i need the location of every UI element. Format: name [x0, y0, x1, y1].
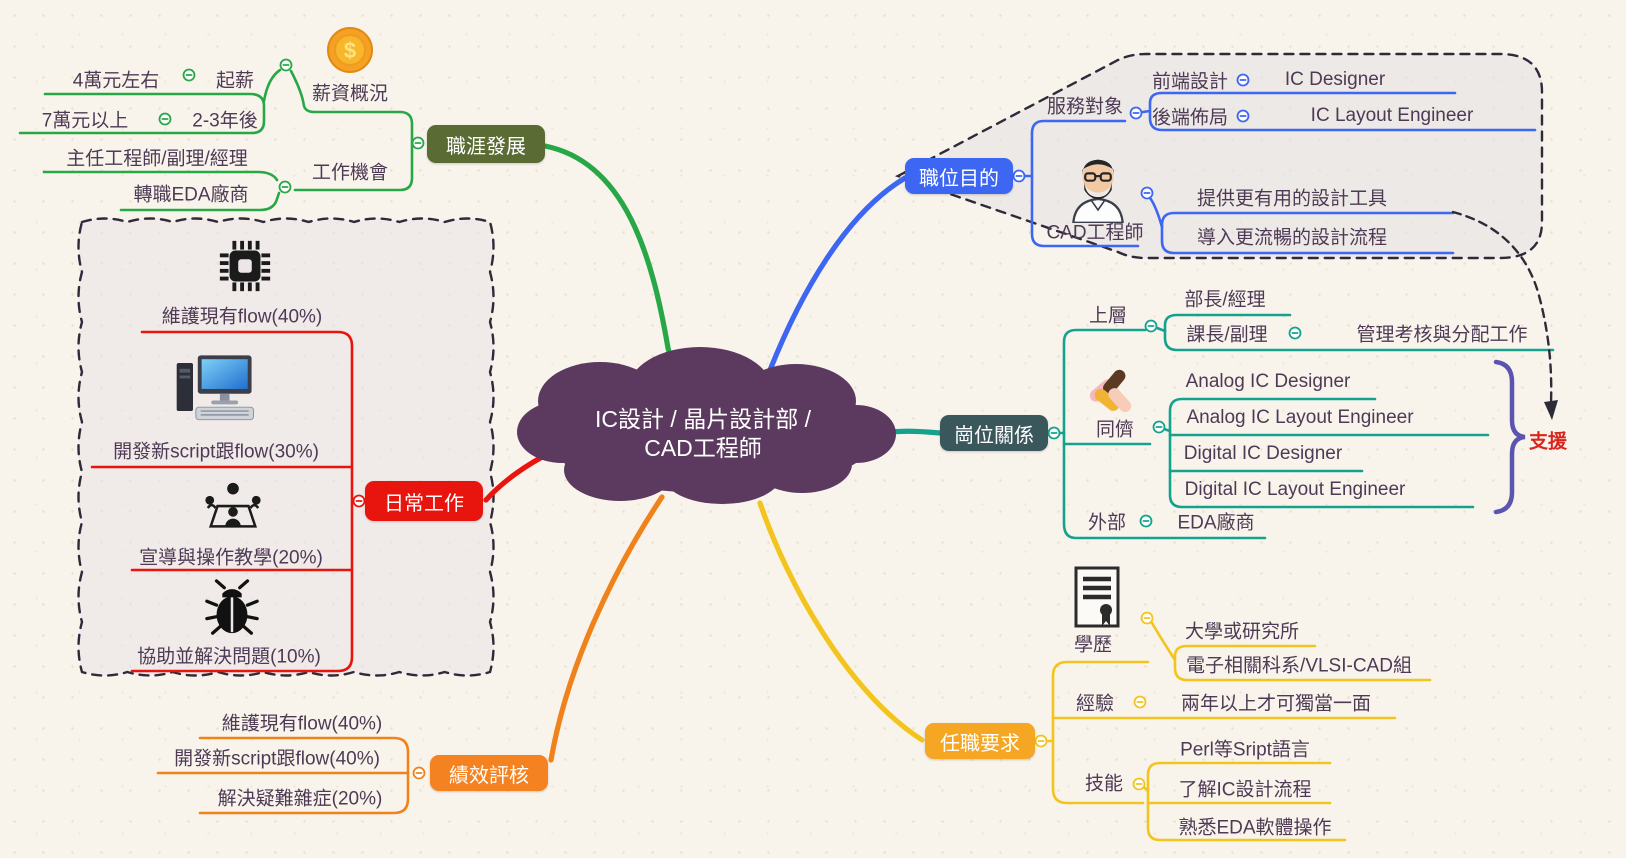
collapse-button[interactable]	[411, 136, 425, 150]
node-start-salary[interactable]: 起薪	[215, 70, 255, 92]
topic-daily-work[interactable]: 日常工作	[365, 481, 483, 521]
certificate-icon	[1074, 566, 1120, 628]
node-smoother-flow[interactable]: 導入更流暢的設計流程	[1196, 227, 1388, 249]
chip-icon	[219, 240, 271, 292]
node-perf-develop-script[interactable]: 開發新script跟flow(40%)	[174, 748, 380, 770]
svg-text:$: $	[344, 38, 356, 63]
collapse-button[interactable]	[1152, 420, 1166, 434]
topic-career[interactable]: 職涯發展	[427, 125, 545, 163]
node-director-manager[interactable]: 部長/經理	[1184, 289, 1266, 311]
node-ee-major[interactable]: 電子相關科系/VLSI-CAD組	[1186, 655, 1412, 677]
node-develop-script[interactable]: 開發新script跟flow(30%)	[113, 441, 319, 463]
coin-icon: $	[327, 27, 373, 73]
node-switch-eda-vendor[interactable]: 轉職EDA廠商	[133, 184, 249, 206]
central-topic-cloud[interactable]	[517, 347, 896, 504]
node-frontend-design[interactable]: 前端設計	[1151, 71, 1229, 93]
collapse-button[interactable]	[1012, 169, 1026, 183]
node-external[interactable]: 外部	[1087, 512, 1127, 534]
node-ic-layout-engineer[interactable]: IC Layout Engineer	[1310, 105, 1474, 126]
node-later-salary-value[interactable]: 7萬元以上	[41, 110, 129, 132]
node-backend-layout[interactable]: 後端佈局	[1151, 107, 1229, 129]
node-job-title-path[interactable]: 主任工程師/副理/經理	[66, 148, 248, 170]
collapse-button[interactable]	[1034, 734, 1048, 748]
topic-requirements[interactable]: 任職要求	[925, 723, 1035, 759]
collapse-button[interactable]	[1144, 319, 1158, 333]
node-ic-designer[interactable]: IC Designer	[1284, 69, 1386, 90]
collapse-button[interactable]	[412, 766, 426, 780]
node-upper-level[interactable]: 上層	[1088, 305, 1128, 327]
node-eda-vendor[interactable]: EDA廠商	[1177, 512, 1255, 534]
collapse-button[interactable]	[1288, 326, 1302, 340]
node-peers[interactable]: 同儕	[1095, 419, 1135, 441]
node-serve-targets[interactable]: 服務對象	[1046, 96, 1124, 118]
collapse-button[interactable]	[1133, 695, 1147, 709]
node-section-chief[interactable]: 課長/副理	[1186, 324, 1268, 346]
node-maintain-flow[interactable]: 維護現有flow(40%)	[161, 306, 323, 328]
collapse-button[interactable]	[1140, 186, 1154, 200]
engineer-avatar	[1072, 159, 1124, 223]
support-arrow	[1451, 210, 1553, 405]
central-topic-line2: CAD工程師	[644, 435, 762, 461]
node-start-salary-value[interactable]: 4萬元左右	[72, 70, 160, 92]
node-training[interactable]: 宣導與操作教學(20%)	[139, 547, 323, 569]
node-cad-engineer[interactable]: CAD工程師	[1046, 222, 1144, 244]
hands-icon	[1089, 369, 1132, 413]
collapse-button[interactable]	[158, 112, 172, 126]
collapse-button[interactable]	[182, 68, 196, 82]
node-digital-ic-layout[interactable]: Digital IC Layout Engineer	[1184, 479, 1406, 500]
node-university[interactable]: 大學或研究所	[1184, 621, 1300, 643]
node-perl-script[interactable]: Perl等Sript語言	[1180, 739, 1310, 761]
node-two-years[interactable]: 兩年以上才可獨當一面	[1180, 693, 1372, 715]
node-experience[interactable]: 經驗	[1075, 693, 1115, 715]
node-later-salary[interactable]: 2-3年後	[192, 110, 258, 132]
collapse-button[interactable]	[278, 180, 292, 194]
central-topic-line1: IC設計 / 晶片設計部 /	[595, 406, 811, 433]
node-job-opportunities[interactable]: 工作機會	[311, 162, 389, 184]
collapse-button[interactable]	[1132, 777, 1146, 791]
node-eda-software[interactable]: 熟悉EDA軟體操作	[1178, 817, 1332, 839]
node-perf-troubleshoot[interactable]: 解決疑難雜症(20%)	[217, 788, 383, 810]
purpose-region	[894, 52, 1544, 260]
collapse-button[interactable]	[1047, 426, 1061, 440]
node-ic-design-flow[interactable]: 了解IC設計流程	[1178, 779, 1312, 801]
node-solve-problems[interactable]: 協助並解決問題(10%)	[137, 646, 321, 668]
bug-icon	[205, 579, 259, 635]
node-provide-tools[interactable]: 提供更有用的設計工具	[1196, 188, 1388, 210]
node-perf-maintain-flow[interactable]: 維護現有flow(40%)	[221, 713, 383, 735]
node-digital-ic-designer[interactable]: Digital IC Designer	[1183, 443, 1343, 464]
node-analog-ic-designer[interactable]: Analog IC Designer	[1185, 371, 1351, 392]
topic-relations[interactable]: 崗位關係	[940, 415, 1048, 451]
node-salary-overview[interactable]: 薪資概況	[311, 83, 389, 105]
branch-curve-requirements	[757, 500, 925, 743]
node-analog-ic-layout[interactable]: Analog IC Layout Engineer	[1186, 407, 1414, 428]
collapse-button[interactable]	[1236, 73, 1250, 87]
collapse-button[interactable]	[1139, 514, 1153, 528]
support-label: 支援	[1528, 431, 1568, 453]
branch-curve-performance	[548, 494, 665, 763]
topic-purpose[interactable]: 職位目的	[905, 158, 1013, 194]
support-arrowhead	[1544, 400, 1558, 420]
branch-curve-purpose	[767, 175, 908, 373]
node-skills[interactable]: 技能	[1084, 773, 1124, 795]
collapse-button[interactable]	[1236, 109, 1250, 123]
meeting-icon	[205, 482, 261, 528]
collapse-button[interactable]	[1129, 106, 1143, 120]
node-education[interactable]: 學歷	[1073, 634, 1113, 656]
node-manage-assign[interactable]: 管理考核與分配工作	[1356, 324, 1528, 346]
branch-curve-career	[542, 143, 678, 374]
peers-brace	[1493, 359, 1526, 515]
computer-icon	[176, 355, 254, 421]
collapse-button[interactable]	[279, 58, 293, 72]
central-topic[interactable]: IC設計 / 晶片設計部 / CAD工程師	[595, 405, 811, 463]
collapse-button[interactable]	[1140, 611, 1154, 625]
topic-performance[interactable]: 績效評核	[430, 755, 548, 791]
collapse-button[interactable]	[352, 494, 366, 508]
